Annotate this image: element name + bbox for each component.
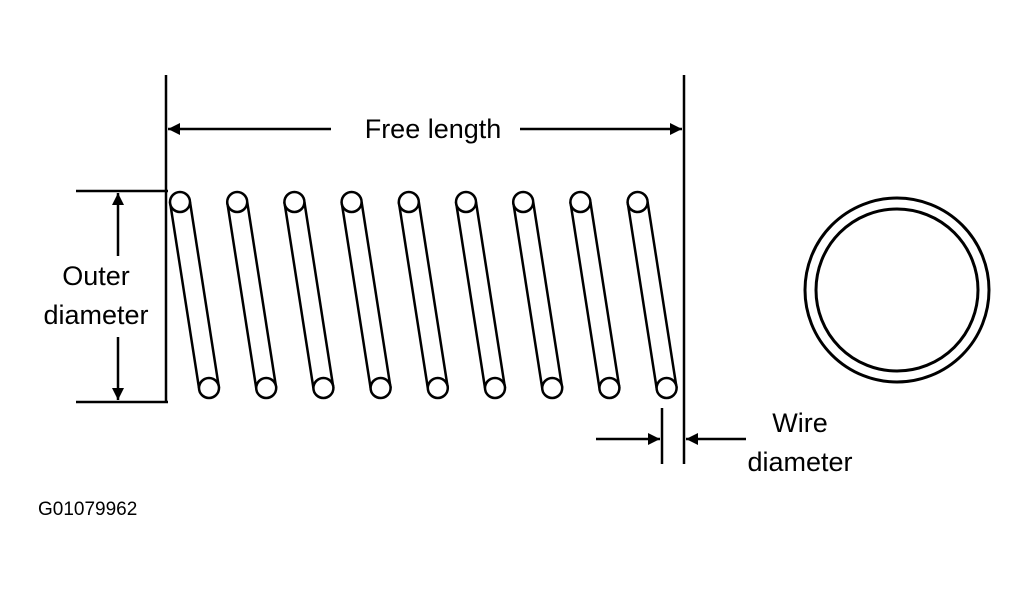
free-length-label: Free length [365,114,502,144]
coil-edge [454,201,487,389]
spring-coil [397,190,450,400]
coil-edge [283,201,315,389]
coil-body [627,202,677,388]
coil-bottom-end [426,376,450,400]
spring-coil [626,190,678,400]
spring-coil [168,190,221,400]
coil-bottom-end [655,376,678,400]
coil-body [284,202,334,388]
coil-top-end [569,190,592,214]
coil-top-end [454,190,478,214]
coil-body [570,202,620,388]
coil-top-end [397,190,421,214]
coil-edge [188,201,221,389]
coil-bottom-end [369,376,392,400]
coil-body [398,202,448,388]
coil-top-end [225,190,249,214]
coil-top-end [283,190,306,214]
coil-edge [225,201,258,389]
spring-coil [283,190,335,400]
free-length-dimension: Free length [164,75,686,464]
end-view-outer-circle [803,196,991,384]
coil-edge [360,201,392,389]
coil-edge [303,201,335,389]
coil-bottom-end [483,376,507,400]
outer-diameter-label-line2: diameter [43,300,148,330]
coil-edge [531,201,564,389]
coil-body [513,202,563,388]
wire-diameter-dimension: Wire diameter [596,408,853,477]
figure-code: G01079962 [38,499,137,520]
coil-bottom-end [197,376,221,400]
coil-top-end [340,190,363,214]
spring-coil [569,190,621,400]
coil-bottom-end [540,376,564,400]
coil-top-end [626,190,649,214]
coil-bottom-end [312,376,335,400]
coil-edge [417,201,450,389]
coil-body [341,202,391,388]
coil-edge [340,201,372,389]
outer-diameter-label-line1: Outer [62,261,130,291]
coil-body [456,202,505,388]
coil-edge [511,201,544,389]
coil-edge [569,201,601,389]
end-view-inner-circle [814,207,980,373]
coil-edge [589,201,621,389]
coil-top-end [168,190,192,214]
coil-top-end [511,190,535,214]
coil-body [170,202,219,388]
spring-coil [340,190,392,400]
coil-edge [245,201,278,389]
coil-edge [646,201,678,389]
wire-diameter-label-line2: diameter [747,447,852,477]
wire-diameter-label-line1: Wire [772,408,828,438]
coil-bottom-end [598,376,621,400]
coil-edge [168,201,201,389]
spring-end-view [803,196,991,384]
coil-bottom-end [254,376,278,400]
outer-diameter-dimension: Outer diameter [43,189,168,404]
coil-body [227,202,277,388]
spring-coil [454,190,507,400]
spring-coils [168,190,678,400]
spring-coil [511,190,564,400]
spring-coil [225,190,278,400]
coil-edge [474,201,507,389]
coil-edge [626,201,658,389]
coil-edge [397,201,430,389]
